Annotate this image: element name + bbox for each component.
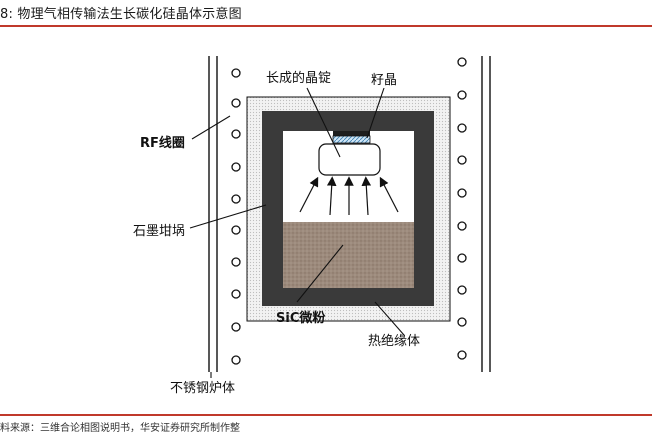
vapor-arrows [299,176,399,216]
leader-lines [189,87,405,378]
label-seed-crystal: 籽晶 [371,73,397,88]
furnace-walls [208,56,491,372]
caption-rule [0,25,652,27]
figure-caption: 8: 物理气相传输法生长碳化硅晶体示意图 [0,7,242,22]
label-rf-coil: RF线圈 [140,135,185,151]
label-sic-powder: SiC微粉 [276,310,325,326]
source-note: 料来源：三维合论相图说明书，华安证券研究所制作整 [0,423,240,434]
label-stainless-furnace: 不锈钢炉体 [170,381,235,396]
seed-holder [333,131,370,136]
sic-powder [283,222,414,288]
label-thermal-insulator: 热绝缘体 [368,333,420,349]
source-rule [0,414,652,416]
seed-crystal [332,135,371,144]
label-graphite-crucible: 石墨坩埚 [133,224,185,239]
rf-coil-circles [231,57,467,365]
label-grown-ingot: 长成的晶锭 [266,70,331,86]
grown-ingot [318,143,381,176]
